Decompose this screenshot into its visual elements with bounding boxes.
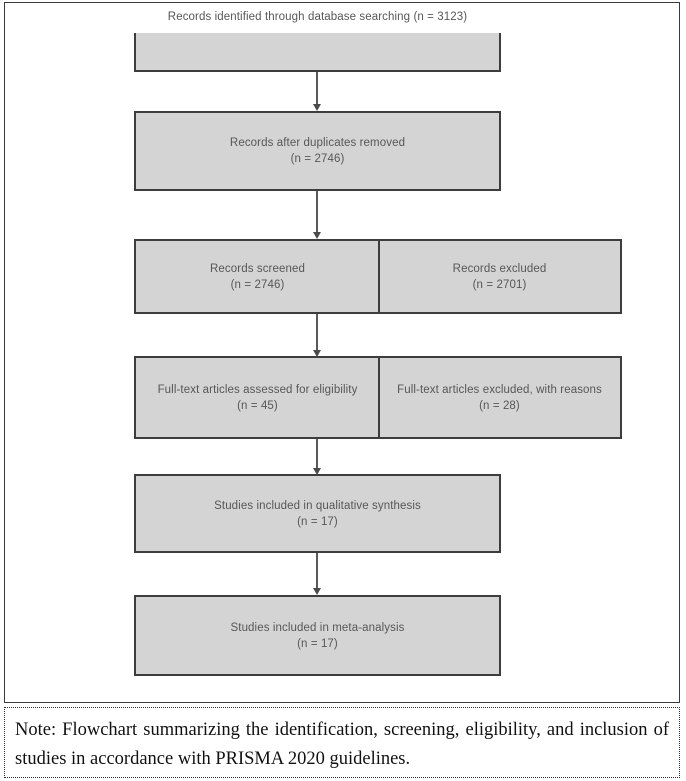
box-meta-analysis-label: Studies included in meta-analysis (n = 1…	[231, 620, 405, 652]
caption-text: Note: Flowchart summarizing the identifi…	[15, 720, 669, 769]
connector-identified-to-duplicates	[313, 72, 321, 111]
connector-stem	[316, 191, 318, 233]
connector-duplicates-to-screened	[313, 191, 321, 239]
connector-qualitative-to-meta	[313, 553, 321, 595]
figure-frame: Records identified through database sear…	[4, 2, 680, 703]
connector-screened-to-fulltext	[313, 314, 321, 357]
meta-analysis-line-2: (n = 17)	[297, 637, 338, 650]
caption-box: Note: Flowchart summarizing the identifi…	[4, 707, 680, 778]
box-qualitative-synthesis-label: Studies included in qualitative synthesi…	[214, 498, 421, 530]
box-fulltext-assessed[interactable]: Full-text articles assessed for eligibil…	[134, 356, 379, 439]
box-fulltext-assessed-label: Full-text articles assessed for eligibil…	[158, 382, 358, 414]
arrowhead-icon	[313, 350, 321, 357]
fulltext-excluded-line-2: (n = 28)	[479, 399, 520, 412]
fulltext-assessed-line-1: Full-text articles assessed for eligibil…	[157, 383, 358, 396]
connector-fulltext-to-qualitative	[313, 439, 321, 475]
records-identified-line-3: (n = 3123)	[413, 11, 468, 23]
box-records-excluded-label: Records excluded (n = 2701)	[453, 261, 547, 293]
box-records-after-duplicates[interactable]: Records after duplicates removed (n = 27…	[134, 111, 501, 191]
fulltext-assessed-line-2: (n = 45)	[237, 399, 278, 412]
meta-analysis-line-1: Studies included in meta-analysis	[230, 621, 405, 634]
arrowhead-icon	[313, 104, 321, 111]
connector-stem	[316, 439, 318, 469]
divider-fulltext-assessed-excluded	[378, 356, 380, 439]
box-qualitative-synthesis[interactable]: Studies included in qualitative synthesi…	[134, 474, 501, 553]
box-records-screened[interactable]: Records screened (n = 2746)	[134, 239, 379, 314]
duplicates-removed-line-2: (n = 2746)	[290, 153, 345, 165]
box-meta-analysis[interactable]: Studies included in meta-analysis (n = 1…	[134, 595, 501, 676]
arrowhead-icon	[313, 232, 321, 239]
box-records-excluded[interactable]: Records excluded (n = 2701)	[379, 239, 622, 314]
records-identified-overflow-label: Records identified through database sear…	[134, 9, 501, 25]
connector-stem	[316, 553, 318, 589]
records-identified-line-2: database searching	[307, 11, 411, 23]
records-excluded-line-1: Records excluded	[452, 262, 547, 275]
arrowhead-icon	[313, 588, 321, 595]
connector-stem	[316, 314, 318, 351]
prisma-flow-canvas: Records identified through database sear…	[5, 3, 679, 702]
records-excluded-line-2: (n = 2701)	[472, 278, 527, 291]
divider-screened-excluded	[378, 239, 380, 314]
box-records-identified[interactable]	[134, 33, 501, 72]
duplicates-removed-line-1: Records after duplicates removed	[229, 137, 406, 149]
box-fulltext-excluded-label: Full-text articles excluded, with reason…	[397, 382, 602, 414]
records-identified-line-1: Records identified through	[167, 11, 305, 23]
box-records-after-duplicates-label: Records after duplicates removed (n = 27…	[230, 135, 405, 167]
fulltext-excluded-line-1: Full-text articles excluded, with reason…	[397, 383, 602, 396]
records-screened-line-1: Records screened	[210, 262, 305, 275]
box-fulltext-excluded[interactable]: Full-text articles excluded, with reason…	[379, 356, 622, 439]
arrowhead-icon	[313, 468, 321, 475]
box-records-screened-label: Records screened (n = 2746)	[210, 261, 305, 293]
qualitative-synthesis-line-1: Studies included in qualitative synthesi…	[214, 499, 421, 512]
records-screened-line-2: (n = 2746)	[230, 278, 285, 291]
connector-stem	[316, 72, 318, 105]
qualitative-synthesis-line-2: (n = 17)	[297, 515, 338, 528]
